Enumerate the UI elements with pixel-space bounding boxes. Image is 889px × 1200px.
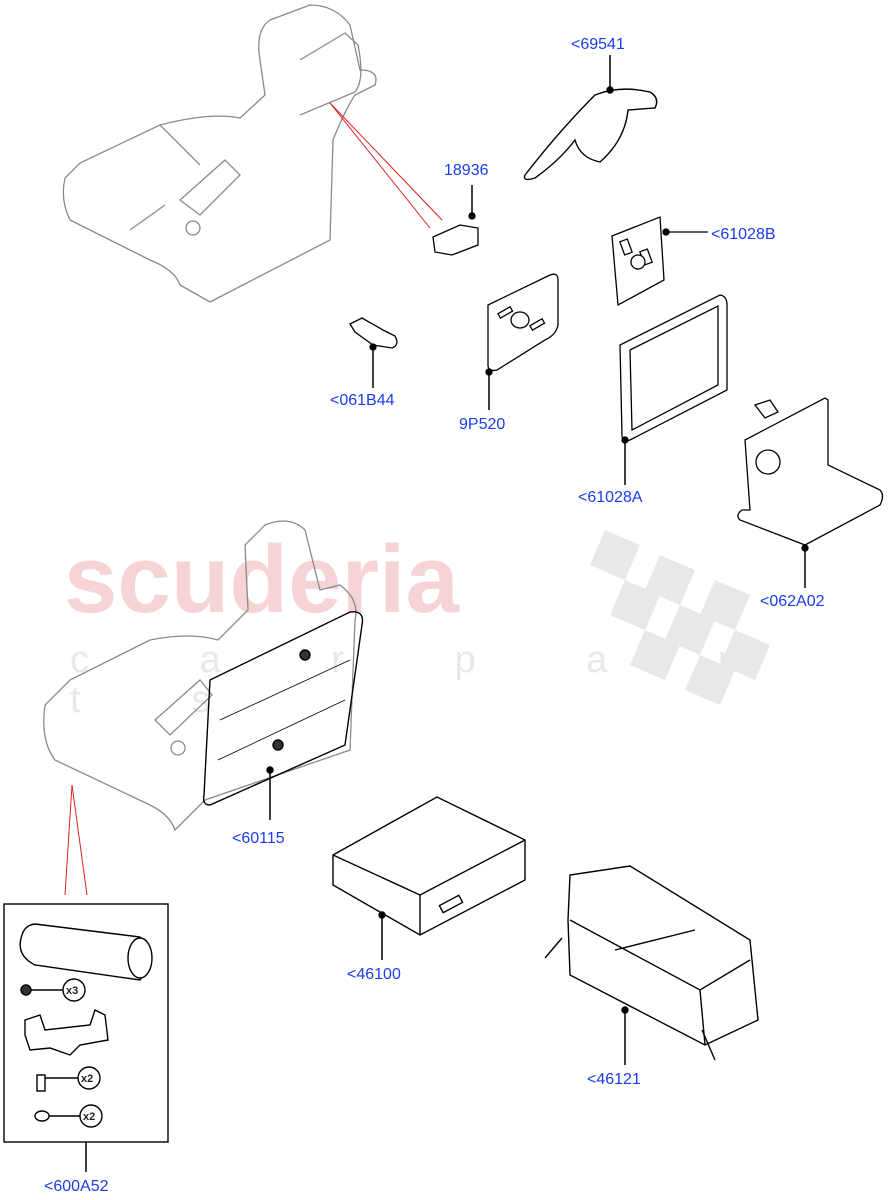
watermark-subtitle: c a r p a r t s: [70, 639, 781, 721]
part-18936-drawing: [432, 185, 479, 256]
part-label-60115[interactable]: <60115: [232, 830, 285, 847]
seat-top-outline: [62, 4, 377, 303]
part-label-61028A[interactable]: <61028A: [578, 489, 643, 506]
reference-lines-top: [329, 102, 443, 229]
kit-box-600A52: [3, 903, 169, 1172]
part-9P520-drawing: [485, 273, 559, 410]
part-label-69541[interactable]: <69541: [571, 36, 625, 53]
seat-lower-outline: [43, 520, 357, 832]
part-label-18936[interactable]: 18936: [444, 162, 489, 179]
part-46121-drawing: [544, 865, 759, 1065]
part-label-061B44[interactable]: <061B44: [330, 392, 395, 409]
qty-badge-x3: x3: [66, 985, 78, 997]
part-label-46121[interactable]: <46121: [587, 1071, 641, 1088]
part-label-61028B[interactable]: <61028B: [711, 226, 776, 243]
checkered-flag-watermark: [590, 530, 770, 705]
part-label-600A52[interactable]: <600A52: [44, 1178, 109, 1195]
part-69541-drawing: [523, 55, 658, 181]
part-60115-drawing: [202, 611, 364, 820]
part-61028B-drawing: [611, 216, 708, 307]
qty-badge-x2-bolt: x2: [81, 1073, 93, 1085]
part-061B44-drawing: [349, 317, 398, 388]
part-label-062A02[interactable]: <062A02: [760, 593, 825, 610]
part-46100-drawing: [332, 796, 526, 960]
part-label-9P520[interactable]: 9P520: [459, 416, 506, 433]
qty-badge-x2-washer: x2: [83, 1111, 95, 1123]
part-label-46100[interactable]: <46100: [347, 966, 401, 983]
part-062A02-drawing: [737, 397, 884, 588]
part-61028A-drawing: [619, 294, 728, 485]
reference-lines-lower: [64, 784, 88, 896]
watermark-brand: scuderia: [64, 526, 459, 633]
